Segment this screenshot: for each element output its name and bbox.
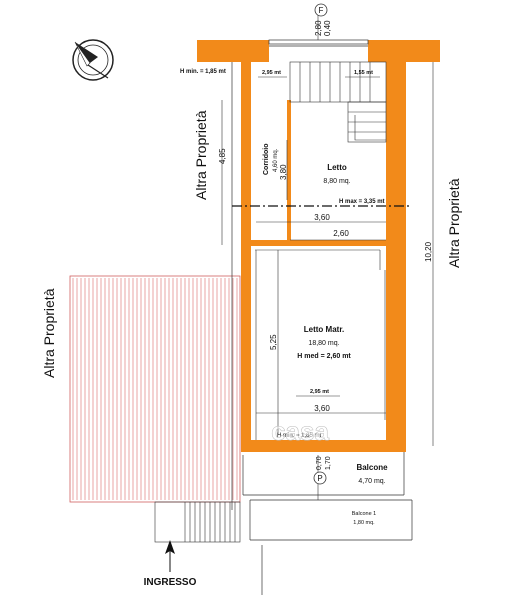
dim-525: 5,25 [269,334,278,350]
room-letto-area: 8,80 mq. [323,178,350,185]
room-letto-name: Letto [327,163,347,172]
marker-bottom-label: P [317,474,322,483]
h-min-bottom-label: H min. = 1,85 mt [277,433,322,439]
dim-top-040: 0,40 [323,20,332,36]
dim-070: 0,70 [316,456,323,470]
h-max-label: H max = 3,35 mt [339,199,385,205]
external-stairs [154,501,241,543]
top-window [268,39,369,47]
room-balcone-area: 4,70 mq. [358,478,385,485]
hatched-terrace [69,275,241,503]
room-balcone-name: Balcone [356,463,388,472]
dim-380: 3,80 [279,164,288,180]
entrance-label: INGRESSO [144,577,197,588]
marker-top-label: F [319,6,324,15]
internal-stairs [289,61,387,143]
room-letto-matr-height: H med = 2,60 mt [297,353,351,360]
neighbor-right-label: Altra Proprietà [446,178,462,268]
room-corridoio-name: Corridoio [263,144,270,176]
dim-top-280: 2,80 [314,20,323,36]
dim-485: 4,85 [218,148,227,164]
room-balcone1-name: Balcone 1 [352,511,376,517]
neighbor-upper-label: Altra Proprietà [193,110,209,200]
entrance-arrow-icon [165,540,175,572]
h-min-top-label: H min. = 1,85 mt [180,69,226,75]
dim-155: 1,55 mt [354,70,373,76]
interior-lines [255,249,386,440]
watermark: casa [271,416,329,446]
dim-1020: 10,20 [424,241,433,262]
marker-bottom: P [313,471,327,485]
dim-260: 2,60 [333,229,349,238]
room-balcone1-area: 1,80 mq. [353,520,375,526]
room-letto-matr-area: 18,80 mq. [308,340,339,347]
dim-360-top: 3,60 [314,213,330,222]
dimension-lines [221,8,434,500]
marker-top: F [314,3,328,17]
room-letto-matr-name: Letto Matr. [304,325,344,334]
dim-360-bottom: 3,60 [314,404,330,413]
neighbor-lower-label: Altra Proprietà [41,288,57,378]
room-corridoio-area: 4,60 mq. [273,148,279,172]
compass-icon [72,39,114,81]
dim-170: 1,70 [325,456,332,470]
walls [197,40,440,452]
dim-295-top: 2,95 mt [262,70,281,76]
dim-295-bottom: 2,95 mt [310,389,329,395]
